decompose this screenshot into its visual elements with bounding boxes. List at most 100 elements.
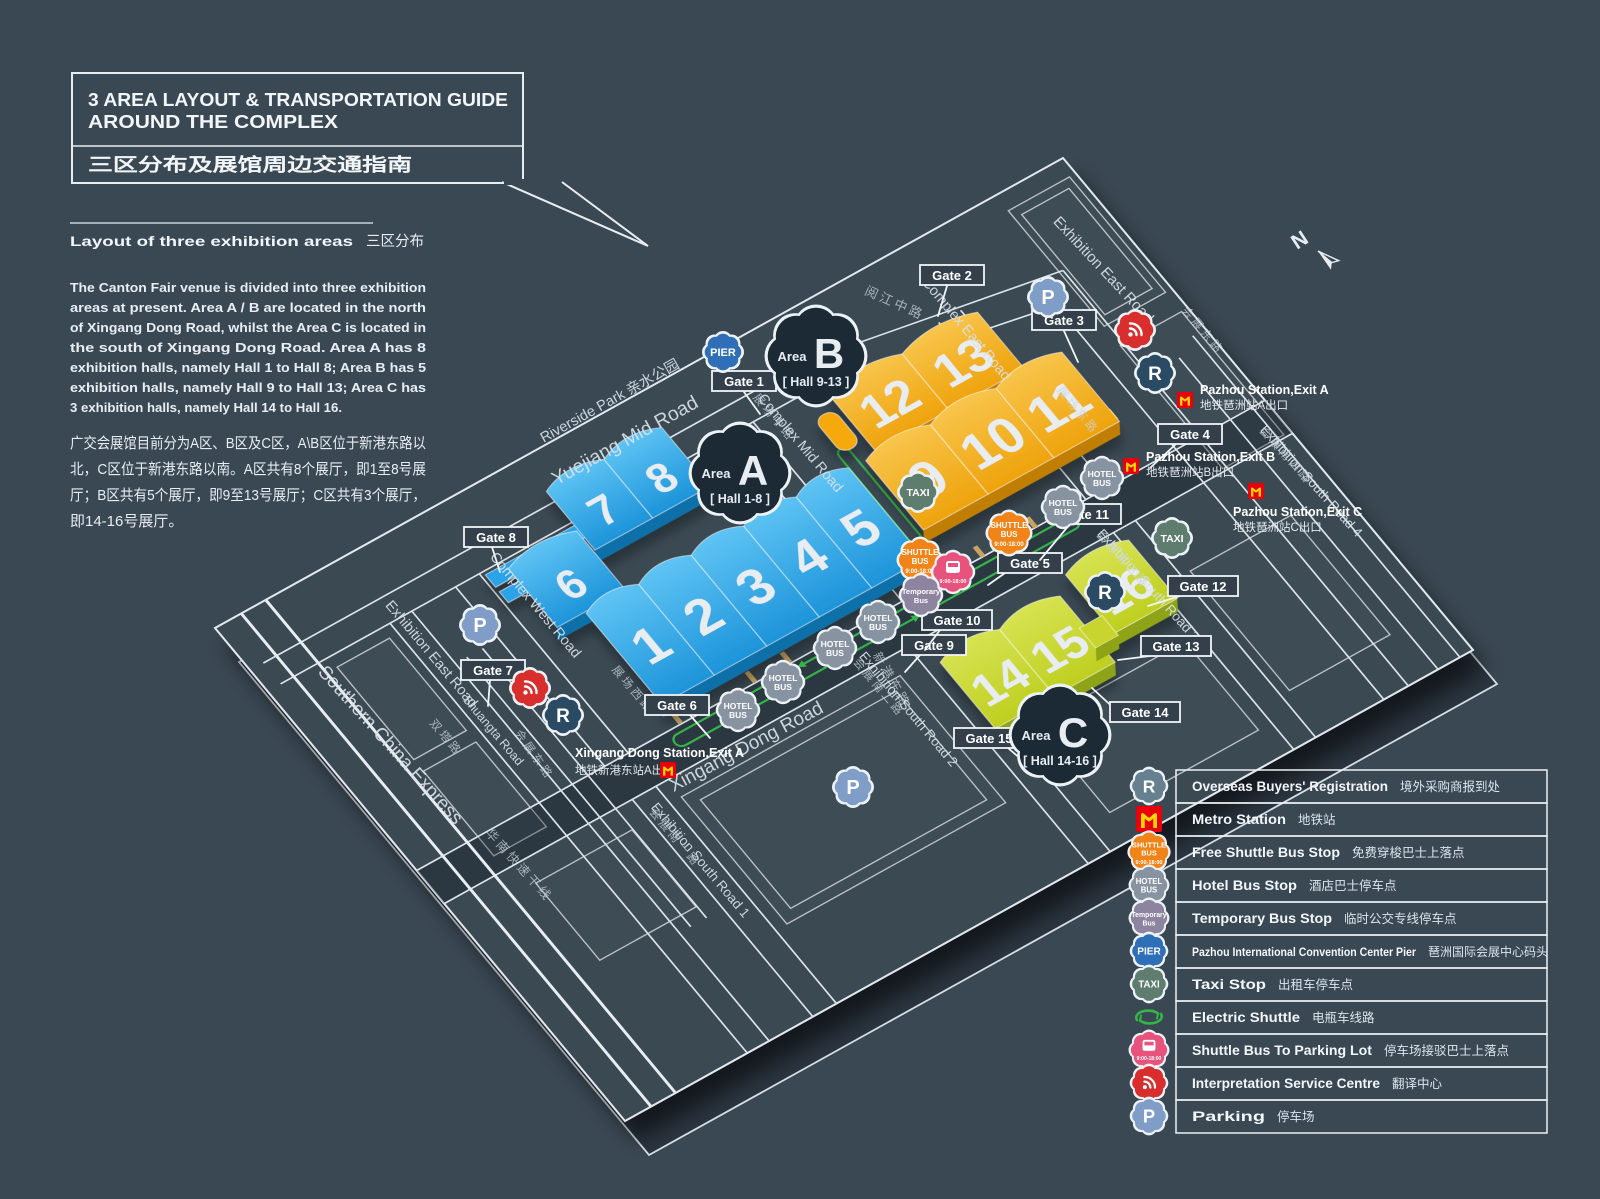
gates: Gate 1 Gate 2 Gate 3 Gate 4 Gate 5 Gate … [460,264,1239,761]
gate-1: Gate 1 [711,370,777,415]
metro-icon [1136,806,1162,832]
area-a-halls: 1 2 3 4 5 6 7 8 [484,427,926,718]
svg-text:of Xingang Dong Road, whilst t: of Xingang Dong Road, whilst the Area C … [70,320,426,335]
metro-stations: Pazhou Station,Exit A 地铁琶洲站A出口 Pazhou St… [575,383,1362,779]
area-b-badge: Area B [ Hall 9-13 ] [764,304,868,408]
svg-text:Overseas Buyers' Registration: Overseas Buyers' Registration [1192,779,1388,794]
parking-icon [1130,1097,1169,1136]
svg-text:Gate 13: Gate 13 [1153,639,1200,654]
svg-text:Gate 14: Gate 14 [1122,705,1170,720]
metro-icon [1247,482,1265,500]
legend-row-shuttle-to-parking: Shuttle Bus To Parking Lot 停车场接驳巴士上落点 [1129,1030,1509,1071]
area-c-letter: C [1058,709,1088,756]
area-a-word: Area [702,466,732,481]
hotel-bus-icon [813,626,858,671]
svg-text:Pazhou Station,Exit B: Pazhou Station,Exit B [1146,450,1275,464]
road-exhibition-east-west [389,610,770,1054]
gate-10: Gate 10 [921,609,993,651]
svg-text:Gate 8: Gate 8 [476,530,516,545]
area-a-letter: A [738,447,768,494]
svg-text:翻译中心: 翻译中心 [1392,1076,1443,1091]
legend-row-metro: Metro Station 地铁站 [1136,806,1336,832]
gate-4: Gate 4 [1149,423,1223,469]
intro-paragraph-zh: 广交会展馆目前分为A区、B区及C区，A\B区位于新港东路以 北，C区位于新港东路… [70,434,426,530]
taxi-icon [1130,965,1169,1004]
legend-row-parking: Parking 停车场 [1130,1097,1315,1136]
road-south4 [1178,335,1461,671]
registration-icon [1130,767,1169,806]
svg-text:exhibition halls, namely Hall: exhibition halls, namely Hall 9 to Hall … [70,380,426,395]
hall-13 [901,311,1026,411]
area-a-badge: Area A [ Hall 1-8 ] [688,421,792,525]
svg-text:出租车停车点: 出租车停车点 [1278,977,1353,992]
svg-text:Gate 10: Gate 10 [934,613,981,628]
svg-text:Taxi Stop: Taxi Stop [1192,977,1266,992]
legend-row-electric-shuttle: Electric Shuttle 电瓶车线路 [1134,1009,1375,1025]
area-c-badge: Area C [ Hall 14-16 ] [1008,683,1112,787]
svg-text:Pazhou Station,Exit C: Pazhou Station,Exit C [1233,505,1362,519]
svg-text:厅；B区共有5个展厅，即9至13号展厅；C区共有3个展厅，: 厅；B区共有5个展厅，即9至13号展厅；C区共有3个展厅， [70,487,426,504]
svg-text:Xingang Dong Station,Exit A: Xingang Dong Station,Exit A [575,746,744,760]
svg-text:免费穿梭巴士上落点: 免费穿梭巴士上落点 [1352,845,1465,860]
gate-9: Gate 9 [901,634,967,673]
svg-text:电瓶车线路: 电瓶车线路 [1312,1010,1375,1025]
area-b-wing [817,412,858,451]
gate-6: Gate 6 [644,694,711,739]
gate-2: Gate 2 [919,264,985,317]
title-box [71,72,524,184]
hall-11 [995,351,1121,459]
legend-row-taxi: Taxi Stop 出租车停车点 [1130,965,1353,1004]
intro-section: Layout of three exhibition areas 三区分布 Th… [70,222,426,530]
registration-icon [1134,352,1176,394]
svg-text:areas at present. Area A / B a: areas at present. Area A / B are located… [70,300,426,315]
svg-text:Electric Shuttle: Electric Shuttle [1192,1010,1301,1025]
southern-china-express-road [239,599,677,1107]
hall-15 [999,595,1116,697]
svg-text:Pazhou Station,Exit A: Pazhou Station,Exit A [1200,383,1329,397]
svg-text:Metro Station: Metro Station [1192,812,1286,827]
title-box-tail [501,181,649,247]
title-line-2: AROUND THE COMPLEX [88,111,339,132]
svg-text:停车场: 停车场 [1277,1109,1315,1124]
station-pazhou-exit-b: Pazhou Station,Exit B 地铁琶洲站B出口 [1122,450,1275,479]
pier-icon [702,331,744,373]
legend-row-hotel-bus: Hotel Bus Stop 酒店巴士停车点 [1129,865,1397,906]
road-south1 [631,785,838,1017]
svg-text:地铁琶洲站A出口: 地铁琶洲站A出口 [1200,398,1288,412]
legend: Overseas Buyers' Registration 境外采购商报到处 M… [1127,767,1548,1136]
svg-text:Gate 6: Gate 6 [657,698,697,713]
area-b-word: Area [778,349,808,364]
svg-text:Gate 3: Gate 3 [1044,313,1084,328]
hall-5 [795,467,926,589]
svg-text:Gate 7: Gate 7 [473,663,513,678]
legend-row-interpretation: Interpretation Service Centre 翻译中心 [1130,1064,1443,1103]
title-line-1: 3 AREA LAYOUT & TRANSPORTATION GUIDE [88,89,508,110]
area-c-halls: 14 15 16 [939,539,1178,742]
intro-heading-en: Layout of three exhibition areas [70,233,353,249]
hall-8 [603,427,712,519]
taxi-icon [1151,517,1193,559]
svg-text:The Canton Fair venue is divid: The Canton Fair venue is divided into th… [70,280,426,295]
compass-needle-icon [1317,250,1341,270]
svg-text:广交会展馆目前分为A区、B区及C区，A\B区位于新港东路以: 广交会展馆目前分为A区、B区及C区，A\B区位于新港东路以 [70,434,426,452]
legend-row-free-shuttle: Free Shuttle Bus Stop 免费穿梭巴士上落点 [1127,830,1465,873]
svg-text:Parking: Parking [1192,1109,1265,1124]
svg-text:地铁新港东站A出口: 地铁新港东站A出口 [575,763,675,777]
taxi-icon [897,471,939,513]
area-c-halls-label: [ Hall 14-16 ] [1023,754,1097,768]
svg-text:即14-16号展厅。: 即14-16号展厅。 [70,513,183,530]
gate-15: Gate 15 [953,727,1025,761]
svg-text:地铁琶洲站C出口: 地铁琶洲站C出口 [1233,520,1322,534]
svg-text:Gate 2: Gate 2 [932,268,972,283]
svg-text:停车场接驳巴士上落点: 停车场接驳巴士上落点 [1384,1043,1509,1058]
svg-text:Gate 9: Gate 9 [914,638,954,653]
parking-icon [1027,276,1069,318]
svg-text:exhibition halls, namely Hall: exhibition halls, namely Hall 1 to Hall … [70,360,426,375]
svg-text:3 exhibition halls, namely Hal: 3 exhibition halls, namely Hall 14 to Ha… [70,400,342,415]
svg-text:Free Shuttle Bus Stop: Free Shuttle Bus Stop [1192,845,1340,860]
legend-row-registration: Overseas Buyers' Registration 境外采购商报到处 [1130,767,1501,806]
area-c-word: Area [1022,728,1052,743]
gate-14: Gate 14 [1091,687,1181,723]
gate-12: Gate 12 [1147,575,1239,607]
